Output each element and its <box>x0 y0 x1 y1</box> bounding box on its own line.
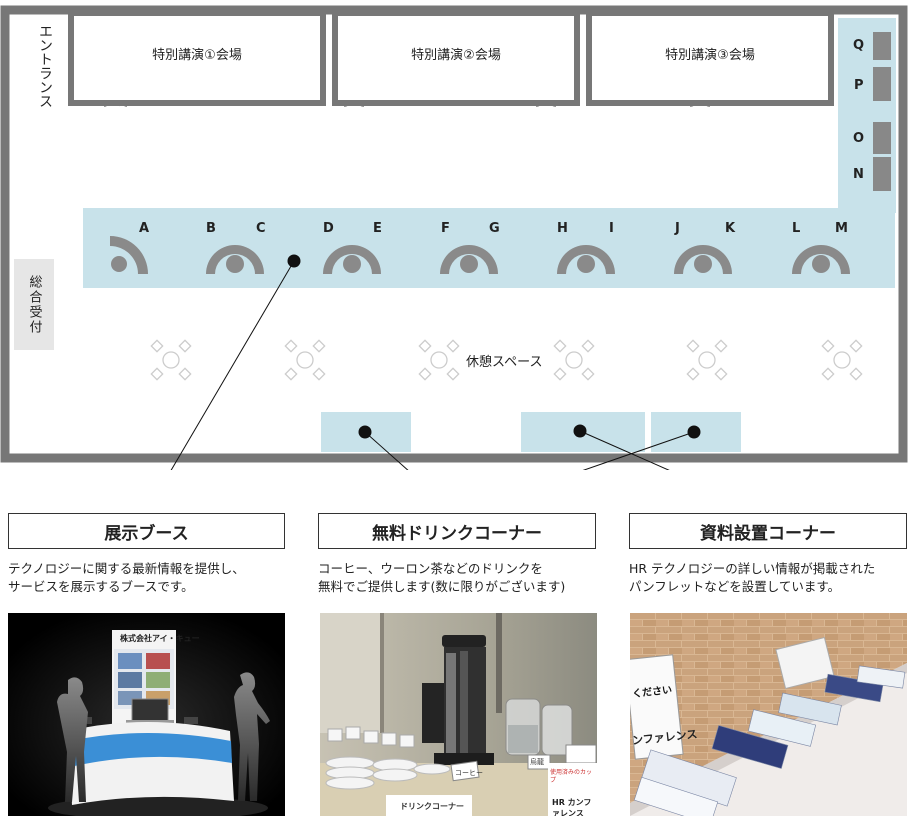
drink-sign2-text: HR カンファレンス <box>552 798 592 816</box>
document-section-title: 資料設置コーナー <box>700 523 836 544</box>
booth-label-q: Q <box>853 38 865 53</box>
hall-1: 特別講演①会場 <box>68 10 326 106</box>
booth-label-e: E <box>373 221 382 236</box>
booth-label-g: G <box>489 221 500 236</box>
hall-3: 特別講演③会場 <box>586 10 834 106</box>
hall-1-label: 特別講演①会場 <box>152 47 242 63</box>
drink-section-header: 無料ドリンクコーナー <box>318 513 596 549</box>
lounge-label: 休憩スペース <box>466 355 543 370</box>
booth-label-m: M <box>835 221 848 236</box>
booth-label-c: C <box>256 221 266 236</box>
drink-desc-line-2: 無料でご提供します(数に限りがございます) <box>318 579 566 594</box>
floor-map: エントランス 特別講演①会場 特別講演②会場 特別講演③会場 総合受付 A B … <box>0 5 908 470</box>
drink-note-text: 使用済みのカップ <box>550 769 593 784</box>
booth-label-n: N <box>853 167 864 182</box>
booth-label-i: I <box>609 221 614 236</box>
booth-sign-text: 株式会社アイ・キュー <box>120 634 200 643</box>
booth-label-j: J <box>675 221 680 236</box>
panel-p <box>873 67 891 101</box>
booth-photo: 株式会社アイ・キュー <box>8 613 285 816</box>
document-photo: ください ンファレンス <box>630 613 907 816</box>
booth-label-o: O <box>853 131 865 146</box>
document-illustration <box>630 613 907 816</box>
booth-desc-line-1: テクノロジーに関する最新情報を提供し、 <box>8 561 245 576</box>
panel-n <box>873 157 891 191</box>
panel-q <box>873 32 891 60</box>
document-desc-line-1: HR テクノロジーの詳しい情報が掲載された <box>629 561 876 576</box>
booth-zone <box>83 208 895 288</box>
drink-desc-line-1: コーヒー、ウーロン茶などのドリンクを <box>318 561 543 576</box>
booth-label-p: P <box>854 78 864 93</box>
booth-section-description: テクノロジーに関する最新情報を提供し、 サービスを展示するブースです。 <box>8 560 298 596</box>
booth-label-b: B <box>206 221 216 236</box>
booth-label-l: L <box>792 221 801 236</box>
booth-illustration <box>8 613 285 816</box>
drink-label-coffee: コーヒー <box>455 769 483 777</box>
booth-section-header: 展示ブース <box>8 513 285 549</box>
drink-label-oolong: 烏龍 <box>530 758 544 766</box>
hall-2-label: 特別講演②会場 <box>411 47 501 63</box>
hall-3-label: 特別講演③会場 <box>665 47 755 63</box>
booth-label-a: A <box>139 221 150 236</box>
booth-arches <box>110 236 850 274</box>
drink-illustration <box>320 613 597 816</box>
document-section-description: HR テクノロジーの詳しい情報が掲載された パンフレットなどを設置しています。 <box>629 560 909 596</box>
lounge-tables <box>150 339 863 381</box>
reception-label: 総合受付 <box>26 274 42 335</box>
drink-section-title: 無料ドリンクコーナー <box>372 523 542 544</box>
booth-label-d: D <box>323 221 334 236</box>
drink-section-description: コーヒー、ウーロン茶などのドリンクを 無料でご提供します(数に限りがございます) <box>318 560 608 596</box>
entrance-label: エントランス <box>37 24 53 108</box>
document-desc-line-2: パンフレットなどを設置しています。 <box>629 579 841 594</box>
booth-desc-line-2: サービスを展示するブースです。 <box>8 579 194 594</box>
drink-sign-text: ドリンクコーナー <box>400 802 464 811</box>
panel-o <box>873 122 891 154</box>
callout-lines <box>170 254 701 470</box>
booth-section-title: 展示ブース <box>104 523 189 544</box>
drink-photo: コーヒー 烏龍 ドリンクコーナー 使用済みのカップ HR カンファレンス <box>320 613 597 816</box>
reception-desk: 総合受付 <box>14 259 54 350</box>
booth-label-f: F <box>441 221 450 236</box>
hall-2: 特別講演②会場 <box>332 10 580 106</box>
document-section-header: 資料設置コーナー <box>629 513 907 549</box>
booth-label-h: H <box>557 221 568 236</box>
booth-label-k: K <box>725 221 736 236</box>
